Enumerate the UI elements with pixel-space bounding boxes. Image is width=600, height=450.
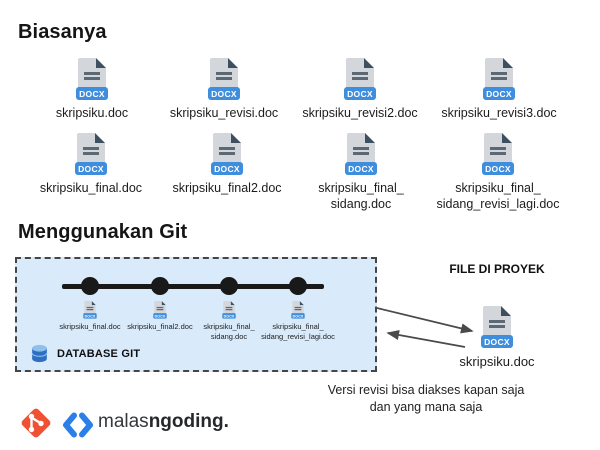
file-item: DOCX skripsiku_final_sidang_revisi_lagi.…	[423, 133, 573, 212]
commit-label: skripsiku_final_sidang_revisi_lagi.doc	[261, 322, 335, 341]
commit-item: DOCX skripsiku_final2.doc	[112, 301, 208, 332]
docx-file-icon: DOCX	[152, 301, 167, 319]
docx-file-icon: DOCX	[82, 301, 97, 319]
file-label: skripsiku_final_sidang_revisi_lagi.doc	[436, 181, 560, 211]
commit-dot	[81, 277, 99, 295]
file-item: DOCX skripsiku_revisi3.doc	[424, 58, 574, 121]
docx-badge: DOCX	[83, 313, 97, 319]
commit-dot	[151, 277, 169, 295]
project-file-label: skripsiku.doc	[459, 354, 535, 369]
commit-dot	[220, 277, 238, 295]
docx-file-icon: DOCX	[342, 58, 378, 102]
docx-file-icon: DOCX	[481, 58, 517, 102]
git-logo-icon	[21, 408, 51, 438]
file-label: skripsiku_final_sidang.doc	[318, 181, 404, 211]
section-title-usual: Biasanya	[18, 21, 107, 43]
project-heading: FILE DI PROYEK	[449, 262, 545, 276]
docx-badge: DOCX	[75, 162, 107, 175]
database-icon	[31, 344, 48, 363]
file-item: DOCX skripsiku.doc	[17, 58, 167, 121]
docx-file-icon: DOCX	[343, 133, 379, 177]
file-label: skripsiku_final.doc	[39, 181, 143, 195]
commit-item: DOCX skripsiku_final.doc	[42, 301, 138, 332]
commit-label: skripsiku_final.doc	[59, 322, 121, 331]
docx-badge: DOCX	[76, 87, 108, 100]
docx-badge: DOCX	[222, 313, 236, 319]
file-item: DOCX skripsiku_final.doc	[16, 133, 166, 196]
file-item: DOCX skripsiku_final2.doc	[152, 133, 302, 196]
caption-text: Versi revisi bisa diakses kapan saja dan…	[327, 383, 525, 414]
docx-badge: DOCX	[481, 335, 513, 348]
file-label: skripsiku_final2.doc	[172, 181, 282, 195]
database-git-row: DATABASE GIT	[29, 343, 140, 364]
docx-file-icon: DOCX	[479, 306, 515, 350]
git-database-box: DOCX skripsiku_final.doc DOCX skripsiku_…	[15, 257, 377, 372]
commit-item: DOCX skripsiku_final_sidang_revisi_lagi.…	[250, 301, 346, 341]
sync-arrows-icon	[376, 307, 474, 348]
commit-item: DOCX skripsiku_final_sidang.doc	[181, 301, 277, 341]
docx-badge: DOCX	[211, 162, 243, 175]
docx-badge: DOCX	[291, 313, 305, 319]
docx-badge: DOCX	[153, 313, 167, 319]
commit-timeline	[62, 284, 324, 289]
commit-dot	[289, 277, 307, 295]
file-label: skripsiku_revisi3.doc	[441, 106, 557, 120]
docx-file-icon: DOCX	[290, 301, 305, 319]
docx-file-icon: DOCX	[221, 301, 236, 319]
section-title-git: Menggunakan Git	[18, 221, 188, 243]
docx-file-icon: DOCX	[73, 133, 109, 177]
docx-badge: DOCX	[483, 87, 515, 100]
project-file-item: DOCX skripsiku.doc	[427, 306, 567, 369]
file-item: DOCX skripsiku_revisi2.doc	[285, 58, 435, 121]
database-git-label: DATABASE GIT	[57, 347, 141, 360]
file-label: skripsiku_revisi.doc	[169, 106, 279, 120]
file-label: skripsiku_revisi2.doc	[302, 106, 418, 120]
docx-badge: DOCX	[345, 162, 377, 175]
docx-badge: DOCX	[482, 162, 514, 175]
brand-wordmark: malasngoding.	[98, 411, 229, 432]
docx-file-icon: DOCX	[206, 58, 242, 102]
docx-file-icon: DOCX	[209, 133, 245, 177]
docx-badge: DOCX	[208, 87, 240, 100]
malasngoding-logo-icon	[63, 412, 93, 438]
commit-label: skripsiku_final2.doc	[127, 322, 193, 331]
docx-file-icon: DOCX	[480, 133, 516, 177]
commit-label: skripsiku_final_sidang.doc	[203, 322, 255, 341]
file-item: DOCX skripsiku_final_sidang.doc	[286, 133, 436, 212]
docx-file-icon: DOCX	[74, 58, 110, 102]
file-label: skripsiku.doc	[55, 106, 129, 120]
file-item: DOCX skripsiku_revisi.doc	[149, 58, 299, 121]
docx-badge: DOCX	[344, 87, 376, 100]
